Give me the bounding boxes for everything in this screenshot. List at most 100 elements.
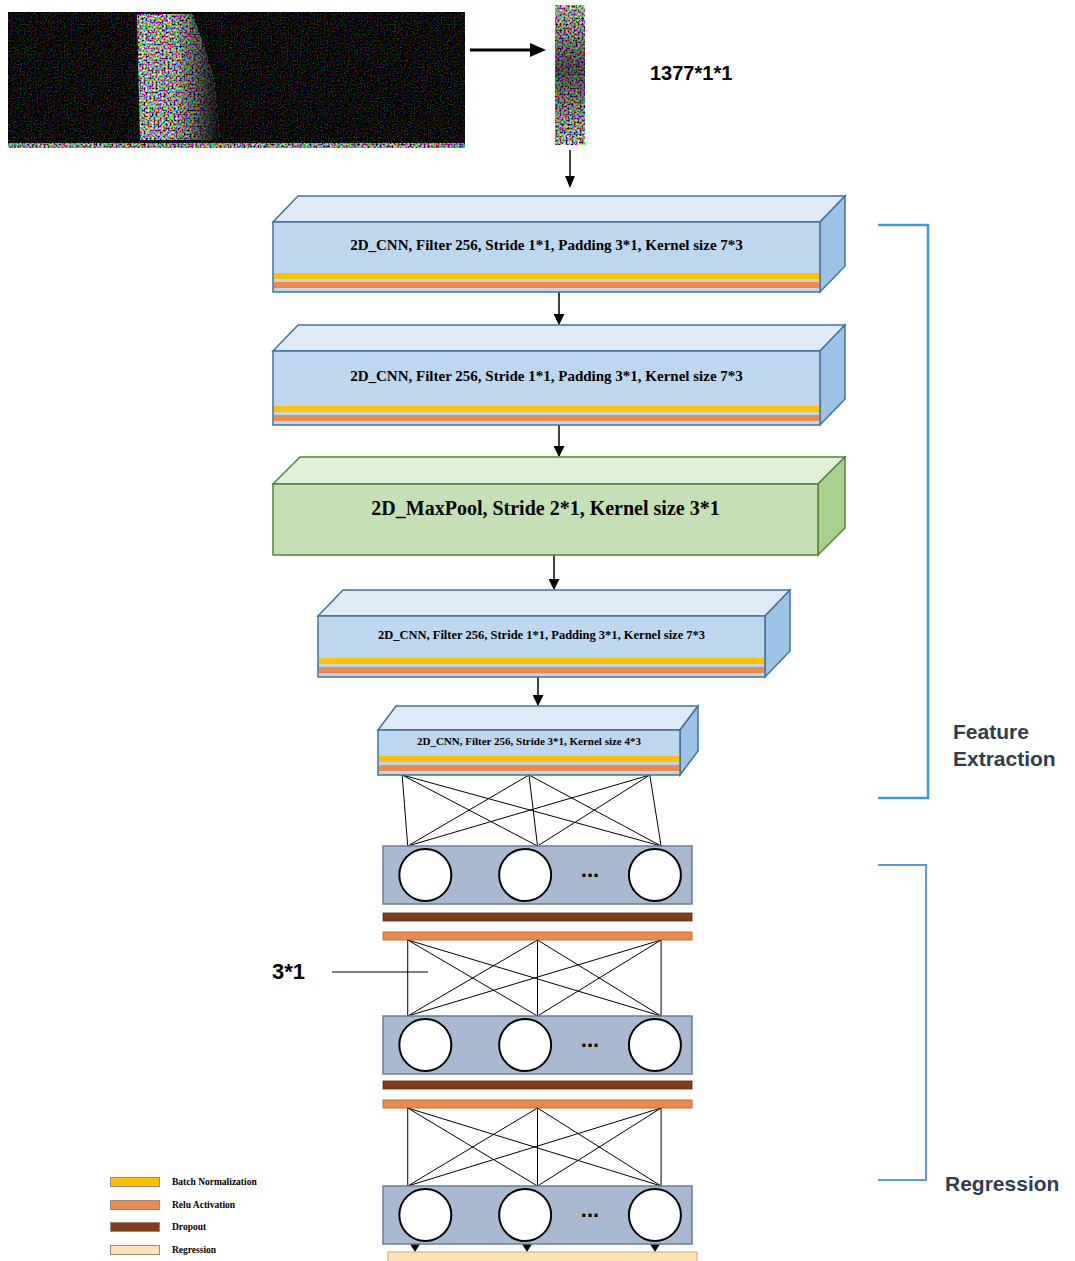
legend-swatch — [110, 1200, 160, 1210]
arrow-head — [530, 43, 546, 57]
relu-stripe — [319, 667, 764, 673]
relu-bar — [383, 1100, 692, 1108]
legend-item: Regression — [110, 1243, 330, 1257]
legend-text: Regression — [172, 1243, 216, 1257]
front-face — [273, 484, 818, 555]
dimension-label: 1377*1*1 — [650, 60, 732, 86]
strip-fade — [555, 5, 585, 145]
image-noise — [8, 12, 465, 148]
layer-label: 2D_CNN, Filter 256, Stride 1*1, Padding … — [378, 628, 705, 642]
conv-layer: 2D_CNN, Filter 256, Stride 1*1, Padding … — [273, 196, 845, 292]
image-bottom-edge — [8, 143, 465, 148]
legend-item: Dropout — [110, 1220, 330, 1234]
legend-swatch — [110, 1177, 160, 1187]
input-strip — [555, 5, 585, 145]
arrow-head — [522, 1244, 532, 1252]
layer-shape — [383, 1186, 692, 1242]
front-face — [273, 351, 820, 425]
maxpool-layer: 2D_MaxPool, Stride 2*1, Kernel size 3*1 — [273, 457, 845, 555]
conv-layer: 2D_CNN, Filter 256, Stride 1*1, Padding … — [318, 590, 790, 677]
legend-swatch — [110, 1222, 160, 1232]
section-label: Regression — [945, 1170, 1059, 1197]
layer-panel — [383, 1186, 692, 1244]
section-label: Feature Extraction — [953, 718, 1065, 773]
arrow-head — [410, 1244, 420, 1252]
label-wrap: Regression — [945, 1170, 1059, 1197]
relu-stripe — [379, 765, 679, 771]
input-image — [8, 12, 465, 148]
side-face — [820, 196, 845, 292]
neuron-circle — [399, 849, 451, 901]
top-face — [318, 590, 790, 616]
neuron-circle — [629, 1189, 681, 1241]
side-face — [820, 325, 845, 425]
legend-text: Dropout — [172, 1220, 206, 1234]
neuron-circle — [499, 849, 551, 901]
layer-shape — [383, 846, 692, 940]
layer-shape — [383, 1016, 692, 1108]
band-fade — [137, 12, 222, 142]
flow-arrow — [553, 555, 555, 589]
regression-bar — [388, 1252, 697, 1261]
dense-layer: ... — [383, 846, 692, 940]
layer-label: 2D_CNN, Filter 256, Stride 1*1, Padding … — [350, 237, 743, 254]
layer-label: 2D_MaxPool, Stride 2*1, Kernel size 3*1 — [371, 497, 719, 520]
neuron-circle — [629, 849, 681, 901]
neuron-circle — [399, 1189, 451, 1241]
top-face — [378, 706, 698, 730]
conv-layer: 2D_CNN, Filter 256, Stride 3*1, Kernel s… — [378, 706, 698, 775]
band-noise — [137, 12, 222, 142]
batchnorm-stripe — [379, 756, 679, 762]
arrow-head — [565, 176, 575, 188]
legend-text: Relu Activation — [172, 1198, 235, 1212]
feature-bracket — [878, 225, 928, 798]
input-arrow — [470, 49, 532, 52]
batchnorm-stripe — [319, 658, 764, 664]
regression-bracket — [878, 865, 926, 1180]
neuron-circle — [629, 1019, 681, 1071]
legend-text: Batch Normalization — [172, 1175, 257, 1189]
input-arrow — [569, 150, 571, 176]
full-connection — [402, 775, 661, 846]
top-face — [273, 196, 845, 222]
label-wrap: 3*1 — [272, 958, 305, 987]
dropout-bar — [383, 913, 692, 921]
legend-item: Relu Activation — [110, 1198, 330, 1212]
layer-panel — [383, 846, 692, 904]
front-face — [378, 730, 680, 775]
layer-label: 2D_CNN, Filter 256, Stride 1*1, Padding … — [350, 368, 743, 385]
legend-item: Batch Normalization — [110, 1175, 330, 1189]
ellipsis-text: ... — [581, 1029, 599, 1051]
front-face — [273, 222, 820, 292]
label-wrap: Feature Extraction — [953, 718, 1065, 773]
layer-panel — [383, 1016, 692, 1074]
legend-swatch — [110, 1245, 160, 1255]
flow-arrow — [558, 292, 560, 324]
neuron-circle — [499, 1019, 551, 1071]
ellipsis-text: ... — [581, 1199, 599, 1221]
image-band — [137, 12, 222, 142]
side-face — [680, 706, 698, 775]
top-face — [273, 325, 845, 351]
front-face — [318, 616, 765, 677]
dimension-label: 3*1 — [272, 958, 305, 987]
layer-label: 2D_CNN, Filter 256, Stride 3*1, Kernel s… — [417, 735, 641, 748]
relu-stripe — [274, 415, 819, 421]
flow-arrow — [537, 677, 539, 705]
relu-stripe — [274, 282, 819, 288]
dropout-bar — [383, 1081, 692, 1089]
batchnorm-stripe — [274, 406, 819, 412]
conv-layer: 2D_CNN, Filter 256, Stride 1*1, Padding … — [273, 325, 845, 425]
flow-arrow — [558, 425, 560, 456]
arrow-head — [650, 1244, 660, 1252]
dense-layer: ... — [383, 1016, 692, 1108]
side-face — [818, 457, 845, 555]
full-connection — [408, 940, 661, 1016]
batchnorm-stripe — [274, 273, 819, 279]
top-face — [273, 457, 845, 484]
neuron-circle — [399, 1019, 451, 1071]
strip-noise — [555, 5, 585, 145]
label-wrap: 1377*1*1 — [650, 60, 732, 86]
leader-line — [332, 972, 428, 973]
